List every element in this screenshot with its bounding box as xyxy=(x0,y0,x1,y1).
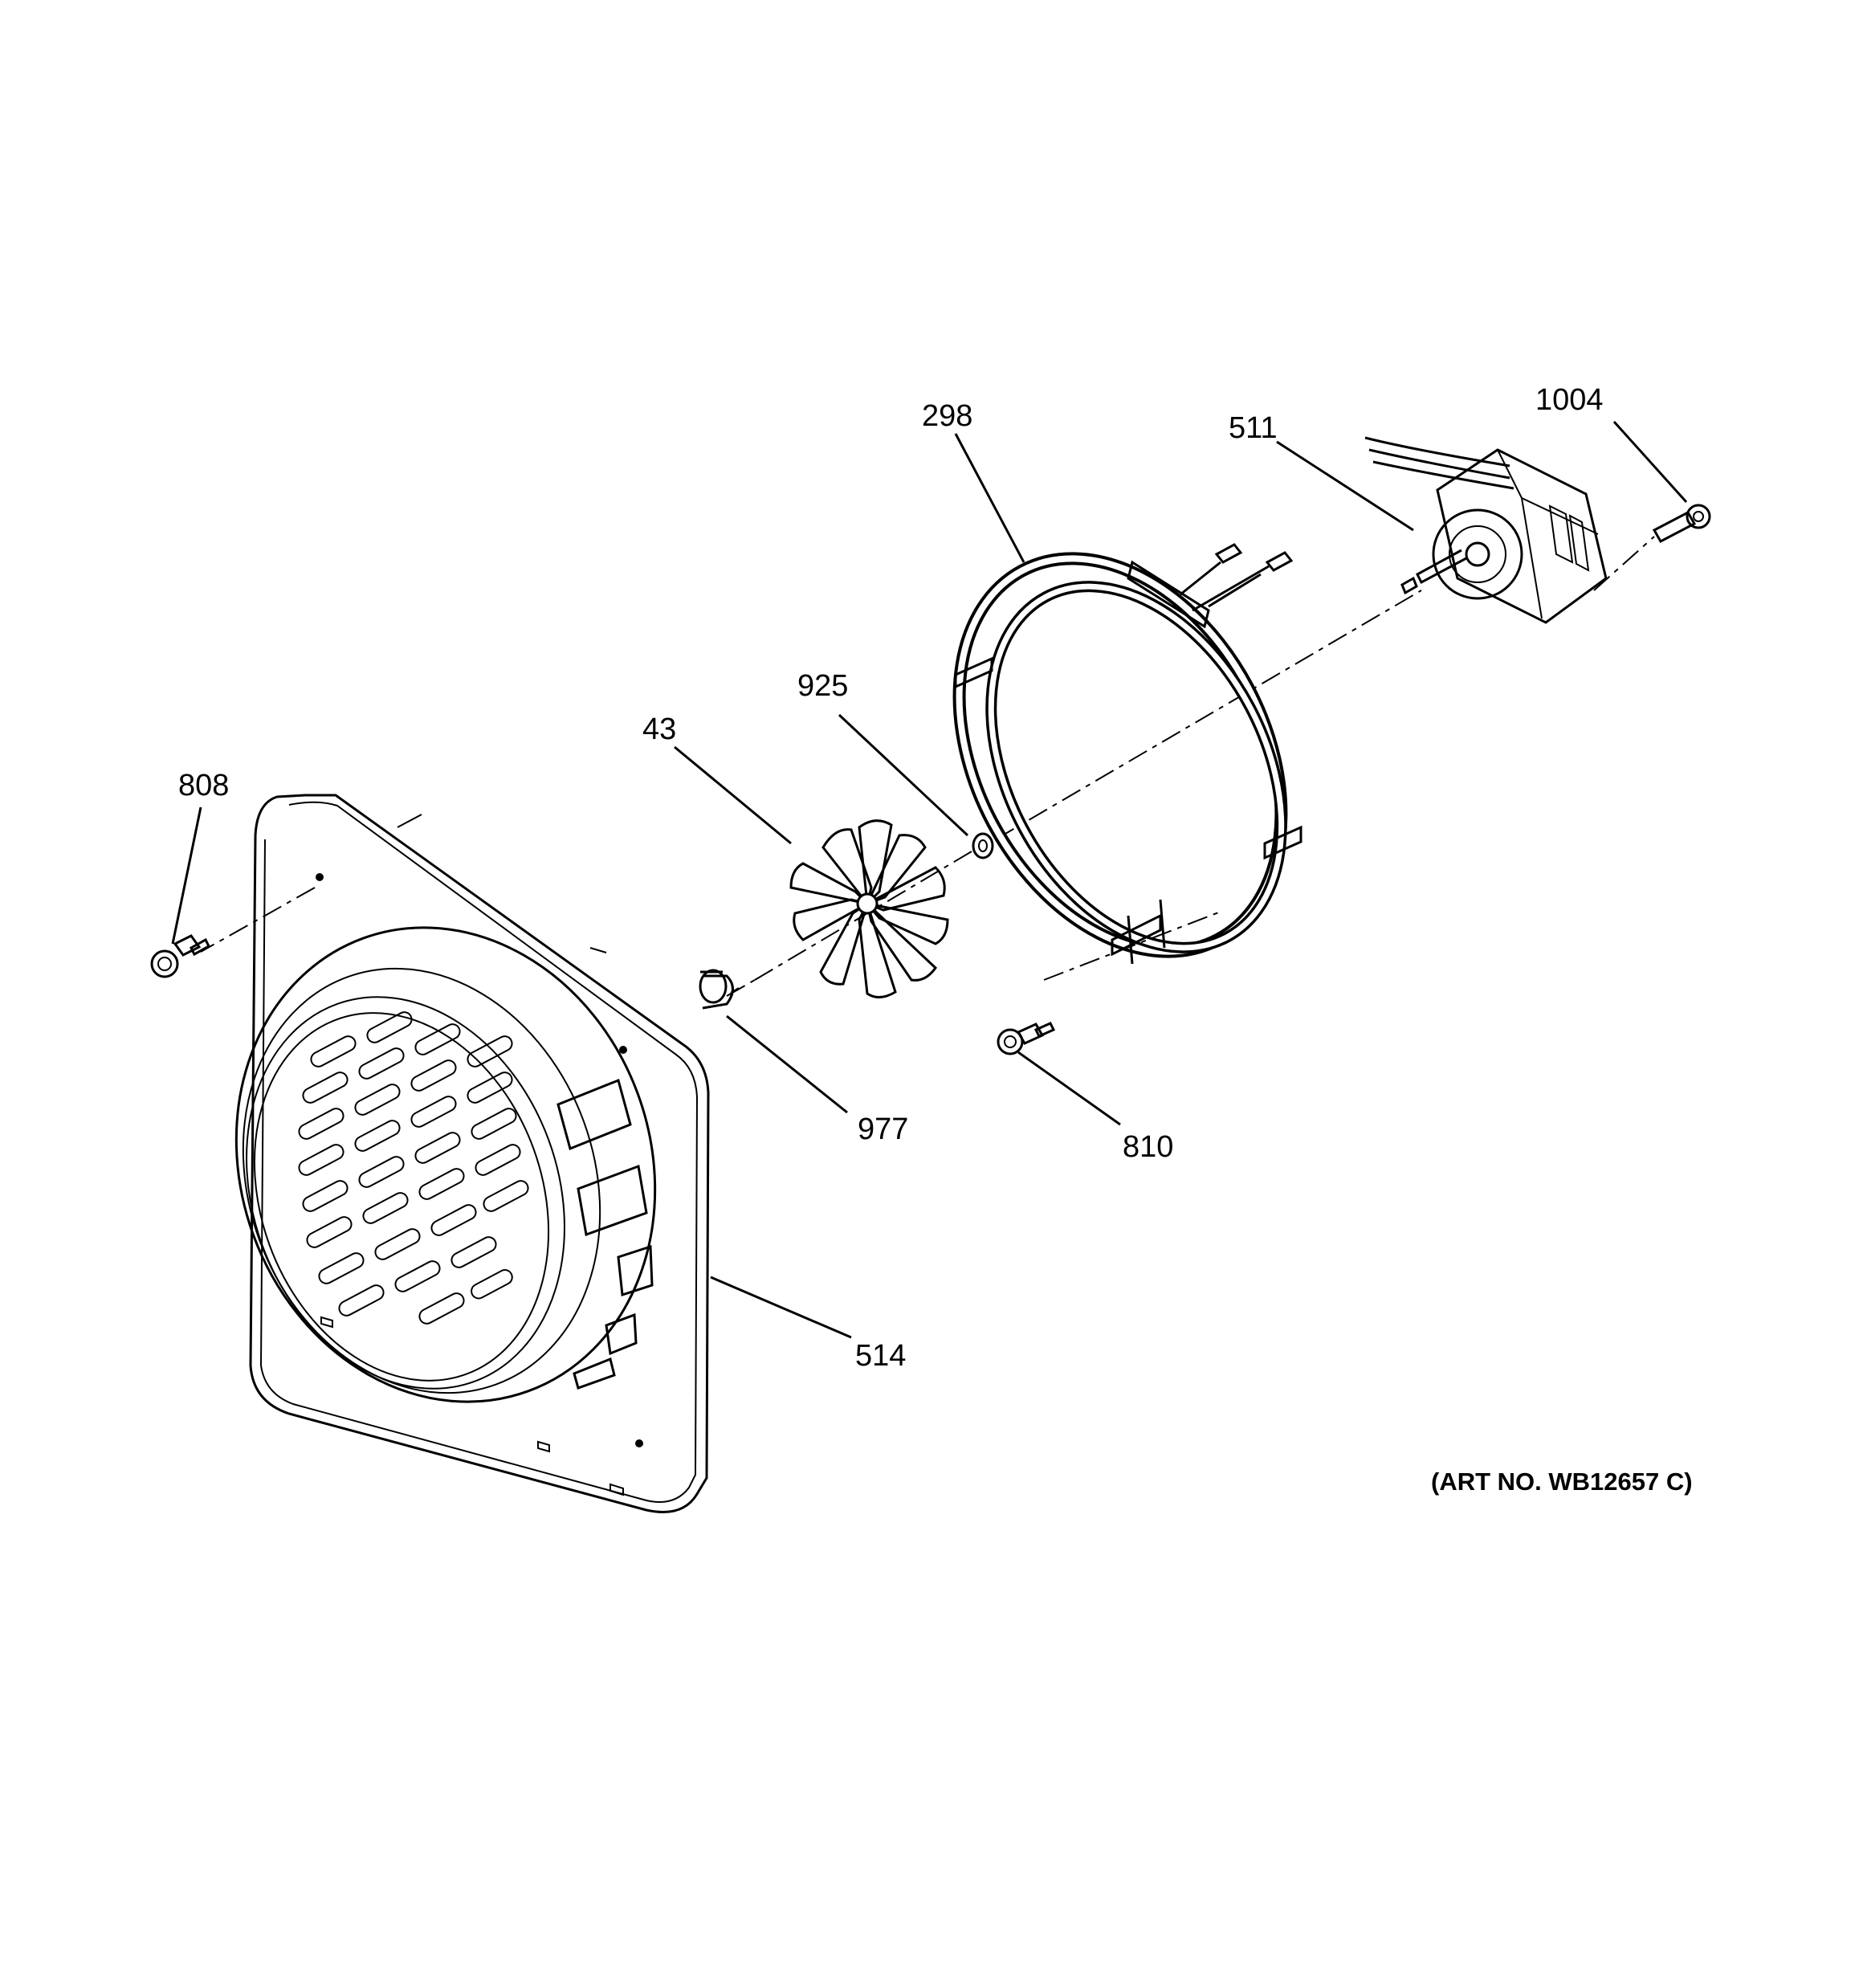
fan-blade-part-43 xyxy=(754,819,972,998)
callout-1004: 1004 xyxy=(1535,383,1604,417)
screw-part-1004 xyxy=(1593,504,1711,591)
callout-511: 511 xyxy=(1229,411,1278,445)
callout-514: 514 xyxy=(855,1339,906,1373)
heating-element-part-298 xyxy=(952,543,1302,965)
screw-part-810 xyxy=(997,911,1221,1055)
motor-part-511 xyxy=(1364,436,1608,624)
callout-43: 43 xyxy=(642,712,676,746)
callout-808: 808 xyxy=(178,769,229,802)
art-number: (ART NO. WB12657 C) xyxy=(1431,1468,1693,1496)
callout-925: 925 xyxy=(797,669,848,703)
callout-298: 298 xyxy=(922,399,972,433)
callout-810: 810 xyxy=(1123,1130,1173,1164)
hub-part-977 xyxy=(699,969,756,1010)
washer-part-925 xyxy=(972,590,1422,859)
fan-cover-part-514 xyxy=(234,794,710,1513)
leader-lines xyxy=(171,420,1688,1339)
callout-977: 977 xyxy=(858,1112,908,1146)
screw-part-808 xyxy=(150,887,316,978)
